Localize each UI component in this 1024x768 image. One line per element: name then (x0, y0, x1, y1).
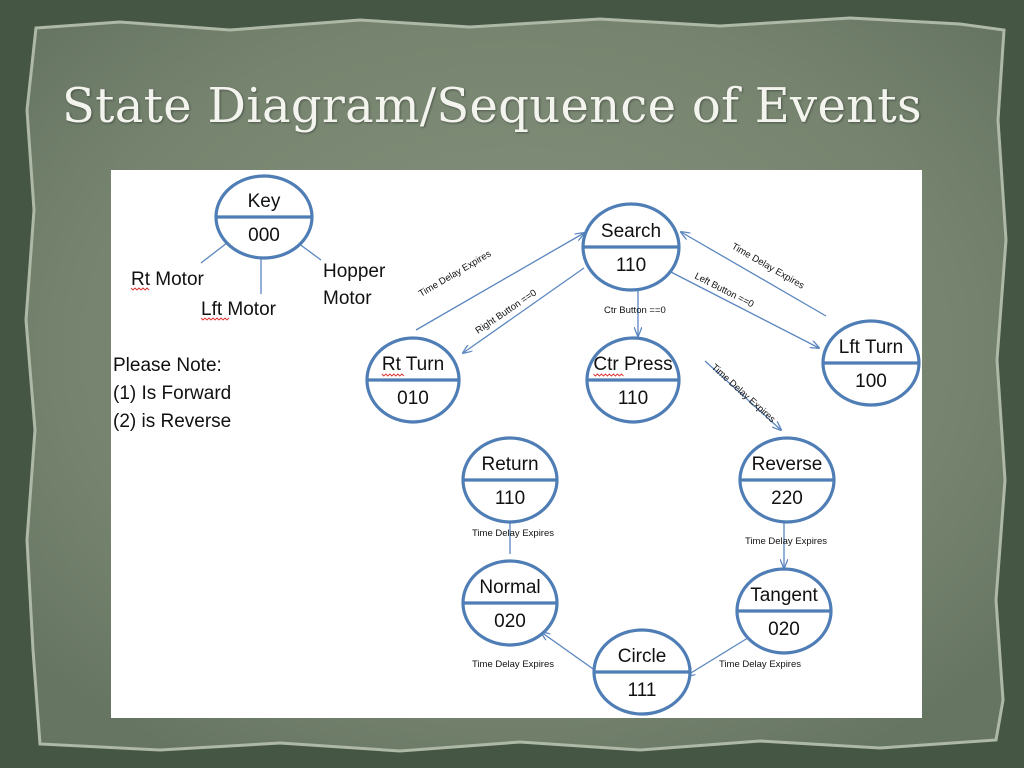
transition-label: Left Button ==0 (693, 271, 756, 310)
state-diagram: Rt Motor Lft Motor Hopper Motor Please N… (113, 174, 921, 716)
state-code: 020 (768, 619, 800, 640)
state-tangent: Tangent 020 (735, 567, 833, 655)
state-code: 010 (397, 388, 429, 409)
transition-label: Time Delay Expires (472, 528, 554, 539)
state-code: 000 (248, 225, 280, 246)
state-name: Search (601, 221, 661, 242)
transition-label: Time Delay Expires (472, 659, 554, 670)
state-reverse: Reverse 220 (738, 436, 836, 524)
state-name: Normal (479, 577, 540, 598)
transition-ctr-press-to-reverse: Time Delay Expires (704, 360, 781, 430)
transition-search-to-rt-turn: Right Button ==0 (463, 267, 585, 353)
state-diagram-panel: Rt Motor Lft Motor Hopper Motor Please N… (111, 170, 922, 718)
state-return: Return 110 (461, 436, 559, 524)
transition-label: Time Delay Expires (745, 536, 827, 547)
state-code: 110 (618, 388, 648, 409)
state-name: Tangent (750, 585, 818, 606)
slide-title: State Diagram/Sequence of Events (62, 78, 922, 134)
state-name: Circle (618, 646, 667, 667)
transition-label: Time Delay Expires (719, 659, 801, 670)
note-line: Please Note: (113, 355, 222, 376)
transition-tangent-to-circle: Time Delay Expires (686, 635, 801, 676)
transition-label: Ctr Button ==0 (604, 305, 666, 316)
note-line: (1) Is Forward (113, 383, 231, 404)
transition-arrow (681, 232, 827, 317)
transition-arrow (415, 233, 584, 331)
state-name: Key (248, 191, 281, 212)
motor-label: Motor (323, 288, 372, 309)
transition-arrow (666, 269, 819, 348)
state-code: 100 (855, 371, 887, 392)
spellcheck-squiggle (593, 373, 624, 377)
lft-motor-label: Lft Motor (201, 299, 277, 320)
state-code: 020 (494, 611, 526, 632)
state-name: Lft Turn (839, 337, 903, 358)
transition-arrow (463, 267, 585, 353)
transition-circle-to-normal: Time Delay Expires (472, 632, 597, 672)
state-ctr-press: Ctr Press 110 (585, 336, 681, 424)
state-key: Key 000 (214, 174, 314, 260)
state-code: 111 (628, 680, 657, 701)
transition-arrow (686, 635, 752, 676)
transition-search-to-ctr-press: Ctr Button ==0 (604, 290, 666, 336)
state-code: 110 (616, 255, 646, 276)
transition-label: Time Delay Expires (709, 362, 777, 425)
spellcheck-squiggle (130, 287, 150, 291)
transition-label: Right Button ==0 (474, 287, 539, 336)
state-rt-turn: Rt Turn 010 (365, 336, 461, 424)
state-name: Rt Turn (382, 354, 444, 375)
state-name: Return (481, 454, 538, 475)
state-lft-turn: Lft Turn 100 (821, 319, 921, 407)
transition-arrow (704, 360, 781, 430)
transition-arrow (541, 632, 597, 672)
spellcheck-squiggle (381, 373, 405, 377)
state-code: 220 (771, 488, 803, 509)
state-name: Ctr Press (593, 354, 672, 375)
state-search: Search 110 (581, 202, 681, 292)
state-code: 110 (495, 488, 525, 509)
spellcheck-squiggle (200, 317, 230, 321)
state-normal: Normal 020 (461, 559, 559, 647)
note-line: (2) is Reverse (113, 411, 231, 432)
rt-motor-label: Rt Motor (131, 269, 205, 290)
hopper-label: Hopper (323, 261, 386, 282)
state-name: Reverse (752, 454, 823, 475)
state-circle: Circle 111 (592, 628, 692, 716)
